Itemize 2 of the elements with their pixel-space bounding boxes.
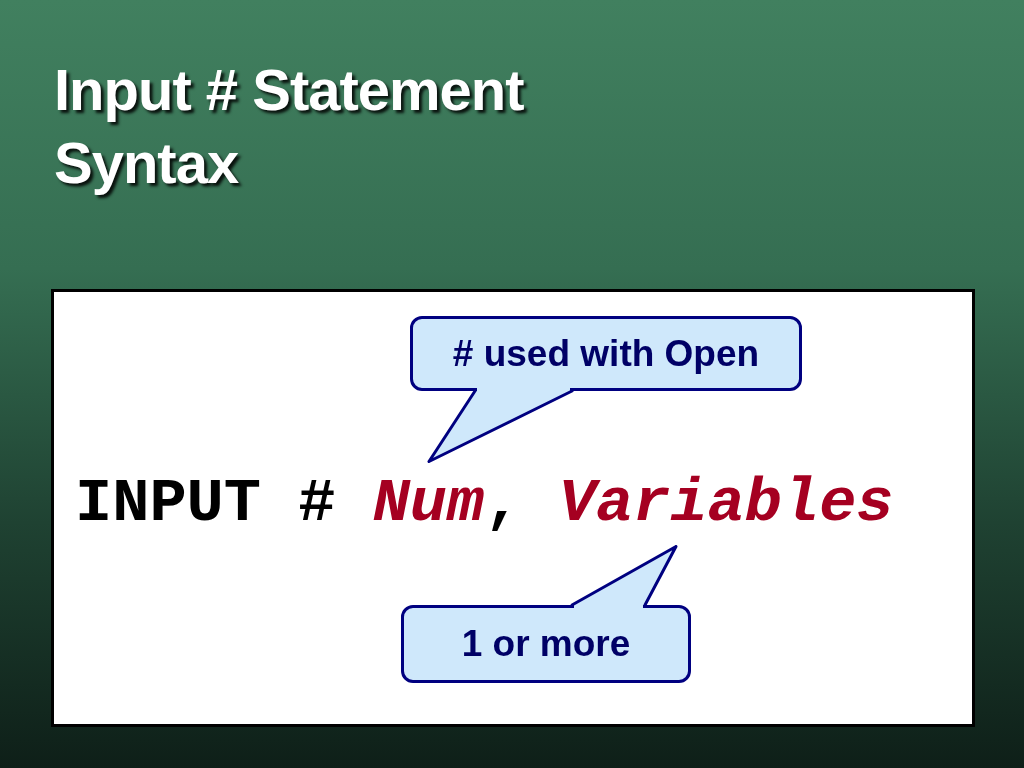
slide-title: Input # Statement Syntax xyxy=(54,56,525,197)
code-line: INPUT # Num, Variables xyxy=(75,463,894,545)
